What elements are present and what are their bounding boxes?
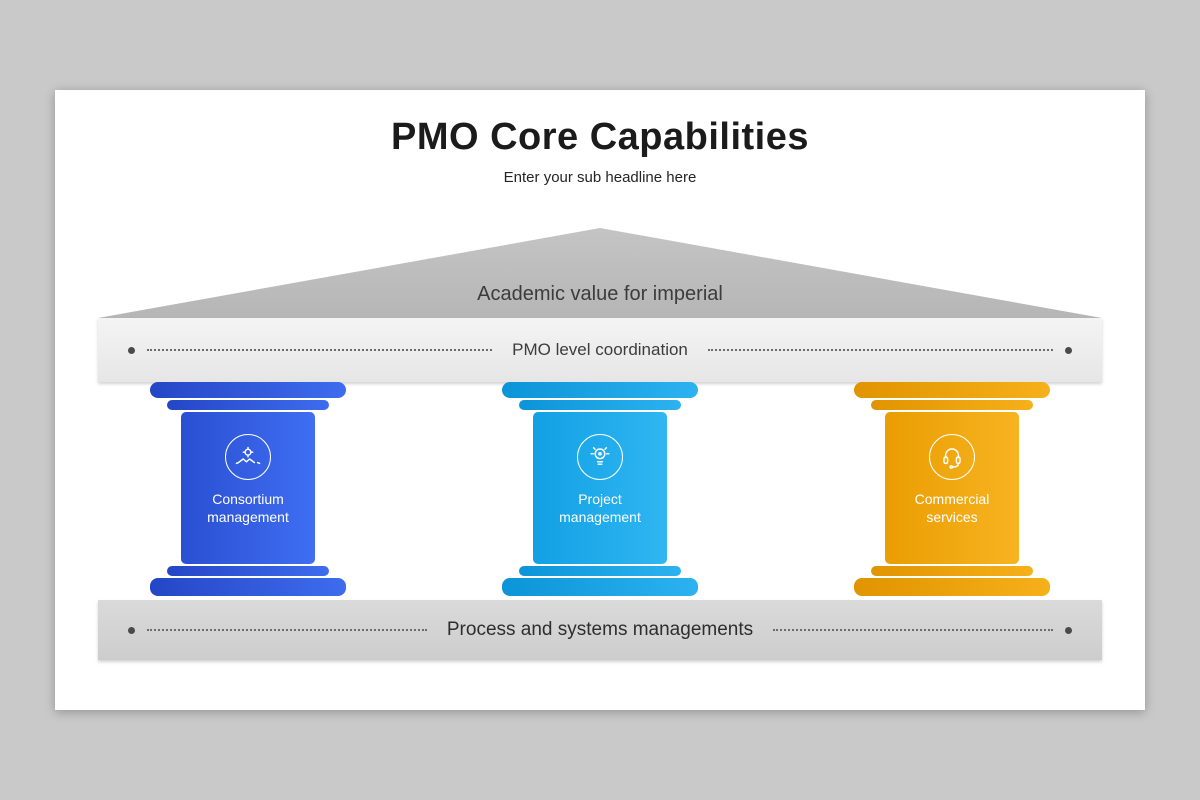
pillar-shaft: Project management (533, 412, 667, 564)
pillar-base-neck (519, 566, 681, 576)
pillars-row: Consortium management (98, 382, 1102, 600)
pillar-label: Consortium management (207, 491, 289, 526)
temple-diagram: Academic value for imperial PMO level co… (55, 90, 1145, 710)
pillar-shaft: Consortium management (181, 412, 315, 564)
beam-right-dotted-line (707, 349, 1054, 351)
pillar-capital-neck (519, 400, 681, 410)
pillar-base-neck (871, 566, 1033, 576)
pillar-capital-neck (871, 400, 1033, 410)
pillar-capital-neck (167, 400, 329, 410)
handshake-gear-icon (225, 434, 271, 480)
base-left-dot (128, 626, 135, 634)
idea-bulb-icon (577, 434, 623, 480)
beam-left-dotted-line (147, 349, 493, 351)
base-left-dotted-line (147, 629, 427, 631)
pillar-capital-top (150, 382, 346, 398)
slide-subtitle: Enter your sub headline here (503, 169, 697, 186)
pillar-project: Project management (502, 382, 698, 600)
beam-label: PMO level coordination (512, 340, 688, 359)
roof-label: Academic value for imperial (477, 283, 723, 305)
pillar-label: Project management (559, 491, 641, 526)
roof-triangle: Academic value for imperial (98, 228, 1102, 318)
pillar-base-plinth (502, 578, 698, 596)
slide-canvas: PMO Core Capabilities Enter your sub hea… (55, 90, 1145, 710)
pillar-consortium: Consortium management (150, 382, 346, 600)
base-right-dot (1065, 626, 1072, 634)
pillar-label: Commercial services (914, 491, 990, 526)
beam-right-dot (1065, 346, 1073, 354)
pillar-shaft: Commercial services (885, 412, 1019, 564)
pillar-base-neck (167, 566, 329, 576)
beam-left-dot (128, 346, 135, 354)
beam-bar: PMO level coordination (98, 318, 1102, 382)
pillar-base-plinth (150, 578, 346, 596)
base-label: Process and systems managements (446, 619, 754, 640)
pillar-base-plinth (854, 578, 1050, 596)
pillar-capital-top (502, 382, 698, 398)
pillar-capital-top (854, 382, 1050, 398)
headset-support-icon (929, 434, 975, 480)
pillar-commercial: Commercial services (854, 382, 1050, 600)
slide-title: PMO Core Capabilities (390, 116, 810, 158)
base-right-dotted-line (773, 629, 1053, 631)
base-bar: Process and systems managements (98, 600, 1102, 660)
